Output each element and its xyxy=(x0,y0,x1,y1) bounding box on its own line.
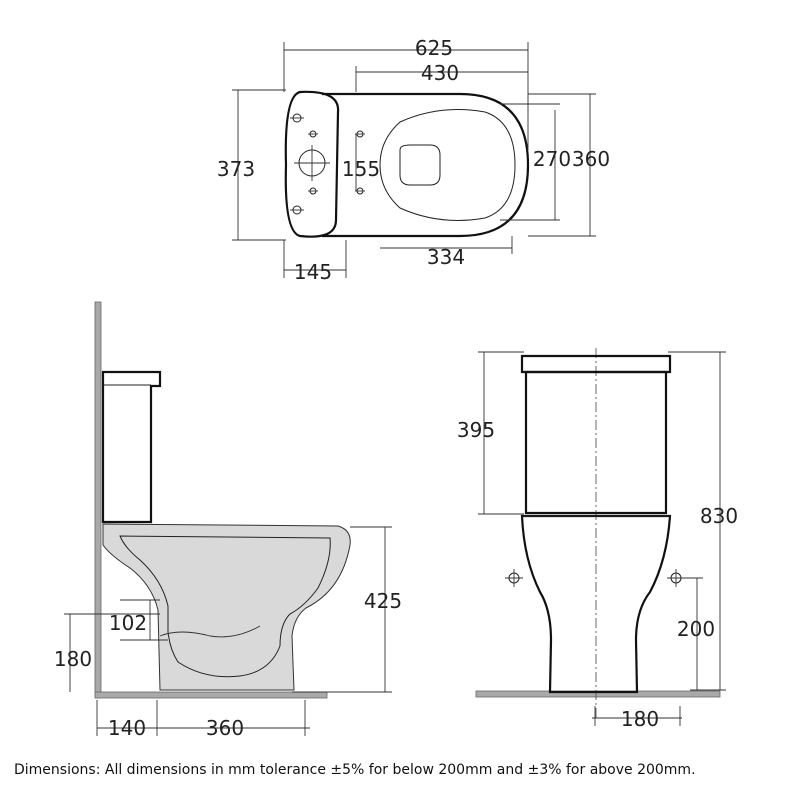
dim-145: 145 xyxy=(294,260,332,284)
plan-view: 625 430 373 155 270 360 145 334 xyxy=(217,36,610,284)
dim-270: 270 xyxy=(533,147,571,171)
dimensions-footnote: Dimensions: All dimensions in mm toleran… xyxy=(14,762,696,778)
side-cistern xyxy=(101,370,162,524)
dim-360-plan: 360 xyxy=(572,147,610,171)
dim-430: 430 xyxy=(421,61,459,85)
side-wall xyxy=(94,301,102,698)
dim-180-front: 180 xyxy=(621,707,659,731)
dim-102: 102 xyxy=(109,611,147,635)
dim-155: 155 xyxy=(342,157,380,181)
plan-seat-ring xyxy=(379,109,516,221)
side-floor xyxy=(94,691,328,699)
dim-334: 334 xyxy=(427,245,465,269)
dim-830: 830 xyxy=(700,504,738,528)
dim-373: 373 xyxy=(217,157,255,181)
dim-425: 425 xyxy=(364,589,402,613)
front-cistern xyxy=(524,370,668,515)
dim-180-side: 180 xyxy=(54,647,92,671)
front-view: 395 830 200 180 xyxy=(457,348,738,731)
front-cistern-lid xyxy=(520,354,672,374)
plan-water-hole xyxy=(399,144,441,186)
side-bowl-section xyxy=(102,523,351,691)
dim-360-side: 360 xyxy=(206,716,244,740)
dim-200: 200 xyxy=(677,617,715,641)
side-view: 102 425 180 140 360 xyxy=(54,301,402,740)
dim-395: 395 xyxy=(457,418,495,442)
plan-cistern-outline xyxy=(284,90,340,238)
plan-fixing-holes xyxy=(290,113,365,215)
dim-140: 140 xyxy=(108,716,146,740)
plan-bowl-outline xyxy=(322,92,530,238)
front-bowl xyxy=(520,514,672,694)
dim-625: 625 xyxy=(415,36,453,60)
